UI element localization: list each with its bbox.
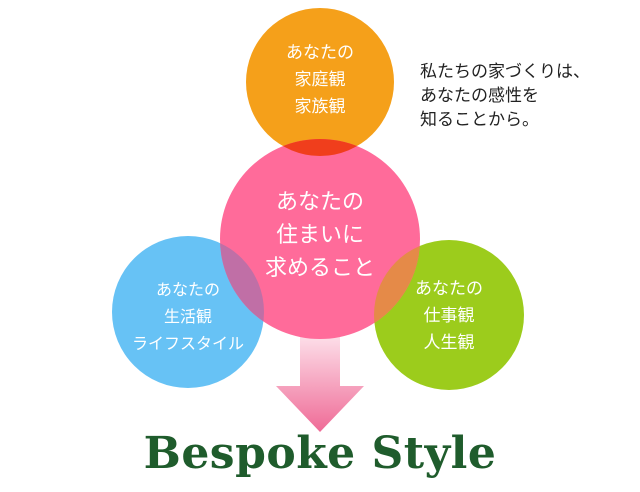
work-line-2: 仕事観 (423, 306, 475, 326)
family-line-2: 家庭観 (294, 70, 346, 90)
lifestyle-line-1: あなたの (155, 280, 220, 299)
tagline-line-1: 私たちの家づくりは、 (420, 62, 590, 82)
tagline-line-3: 知ることから。 (420, 110, 539, 130)
bespoke-style-title: Bespoke Style (143, 428, 497, 479)
home-line-2: 住まいに (275, 223, 364, 248)
home-line-1: あなたの (275, 190, 364, 215)
work-home-overlap (374, 240, 420, 339)
tagline: 私たちの家づくりは、 あなたの感性を 知ることから。 (420, 60, 590, 132)
family-line-3: 家族観 (294, 97, 346, 117)
family-line-1: あなたの (286, 43, 354, 63)
family-circle (246, 8, 394, 156)
family-circle-text: あなたの 家庭観 家族観 (246, 40, 394, 121)
lifestyle-circle-text: あなたの 生活観 ライフスタイル (112, 276, 264, 357)
home-line-3: 求めること (264, 256, 375, 281)
work-line-1: あなたの (415, 279, 483, 299)
tagline-line-2: あなたの感性を (420, 86, 539, 106)
home-circle-text: あなたの 住まいに 求めること (220, 186, 420, 285)
lifestyle-line-3: ライフスタイル (131, 334, 244, 353)
lifestyle-line-2: 生活観 (163, 307, 212, 326)
work-line-3: 人生観 (423, 333, 475, 353)
work-circle-text: あなたの 仕事観 人生観 (374, 276, 524, 357)
